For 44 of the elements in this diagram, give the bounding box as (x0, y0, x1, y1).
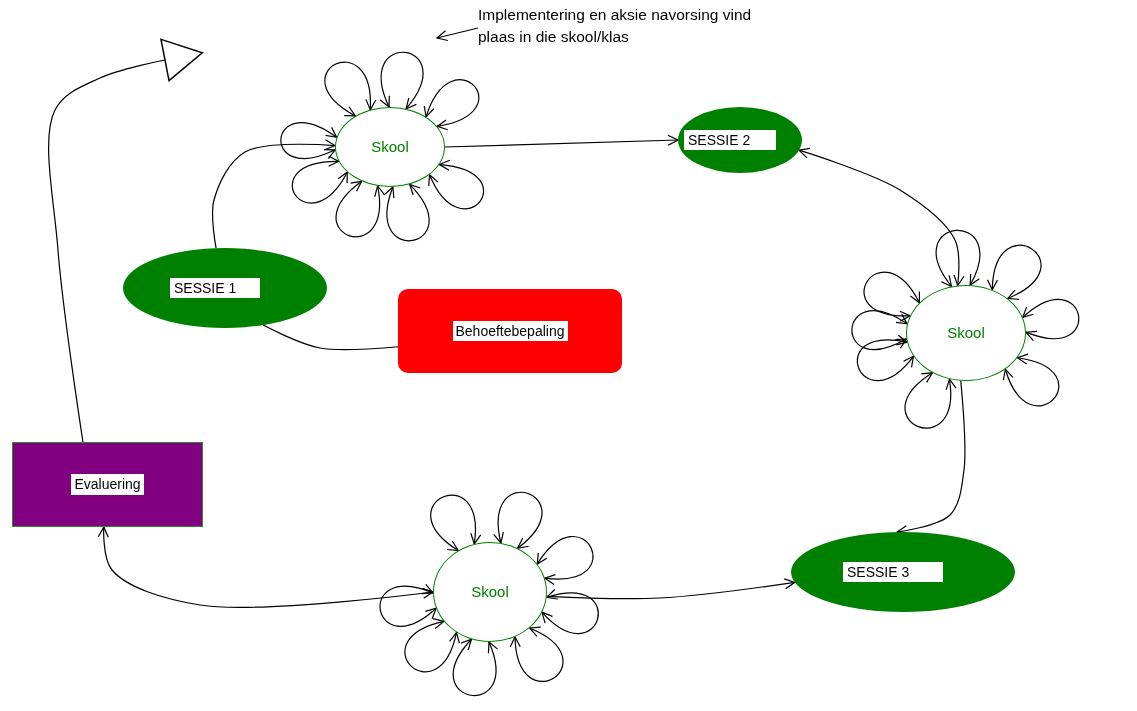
loop-arrow (452, 638, 498, 696)
loop-arrow (904, 372, 956, 429)
arrow (798, 147, 965, 287)
loop-arrow (1003, 354, 1060, 407)
leader-arrow (48, 38, 204, 443)
loop-arrow (536, 536, 594, 585)
node-label: Skool (371, 138, 409, 156)
loop-arrow (987, 245, 1042, 300)
loop-arrow (851, 310, 908, 351)
loop-arrow (428, 160, 484, 210)
loop-arrow (541, 589, 599, 635)
loop-arrow (404, 619, 459, 673)
node-label: Evaluering (71, 474, 144, 495)
loop-arrow (856, 335, 915, 382)
loop-arrow (380, 51, 424, 110)
process-box (12, 442, 203, 527)
school-circle (906, 285, 1026, 381)
loop-arrow (493, 491, 543, 549)
loop-arrow (424, 79, 480, 130)
school-circle (335, 107, 445, 187)
annotation-text: Implementering en aksie navorsing vind plaas in die skool/klas (478, 5, 753, 47)
arrow (444, 134, 679, 148)
node-label: SESSIE 1 (170, 277, 260, 299)
leader-arrow (436, 27, 479, 42)
node-label: SESSIE 2 (684, 129, 776, 151)
loop-arrow (379, 584, 437, 627)
loop-arrow (430, 494, 481, 552)
node-label: Skool (471, 583, 509, 601)
school-circle (433, 542, 547, 642)
arrow (211, 139, 336, 249)
loop-arrow (335, 180, 385, 238)
loop-arrow (510, 627, 564, 682)
loop-arrow (863, 271, 920, 321)
node-label: Behoeftebepaling (452, 320, 568, 342)
process-box (398, 289, 622, 373)
node-label: Skool (947, 324, 985, 342)
loop-arrow (280, 122, 338, 160)
loop-arrow (324, 61, 376, 117)
loop-arrow (935, 229, 981, 288)
connector-line (262, 324, 399, 351)
loop-arrow (291, 156, 348, 204)
loop-arrow (384, 183, 430, 242)
loop-arrow (1022, 298, 1080, 341)
node-label: SESSIE 3 (843, 561, 943, 583)
